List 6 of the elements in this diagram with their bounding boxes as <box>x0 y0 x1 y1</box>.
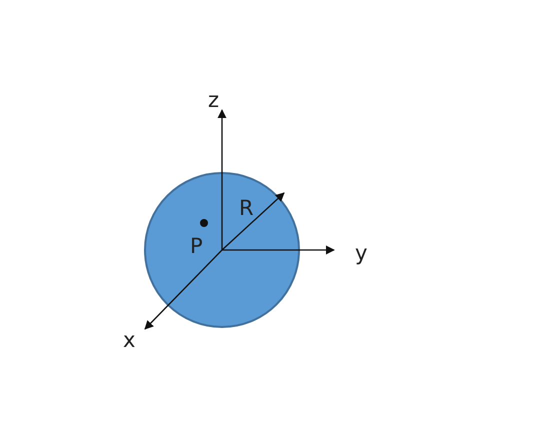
axis-label: z <box>208 90 220 111</box>
point-label: P <box>190 236 203 257</box>
axis-label: x <box>123 330 136 351</box>
radius-label: R <box>239 198 254 219</box>
sphere <box>144 172 300 328</box>
axis-label: y <box>355 243 368 264</box>
